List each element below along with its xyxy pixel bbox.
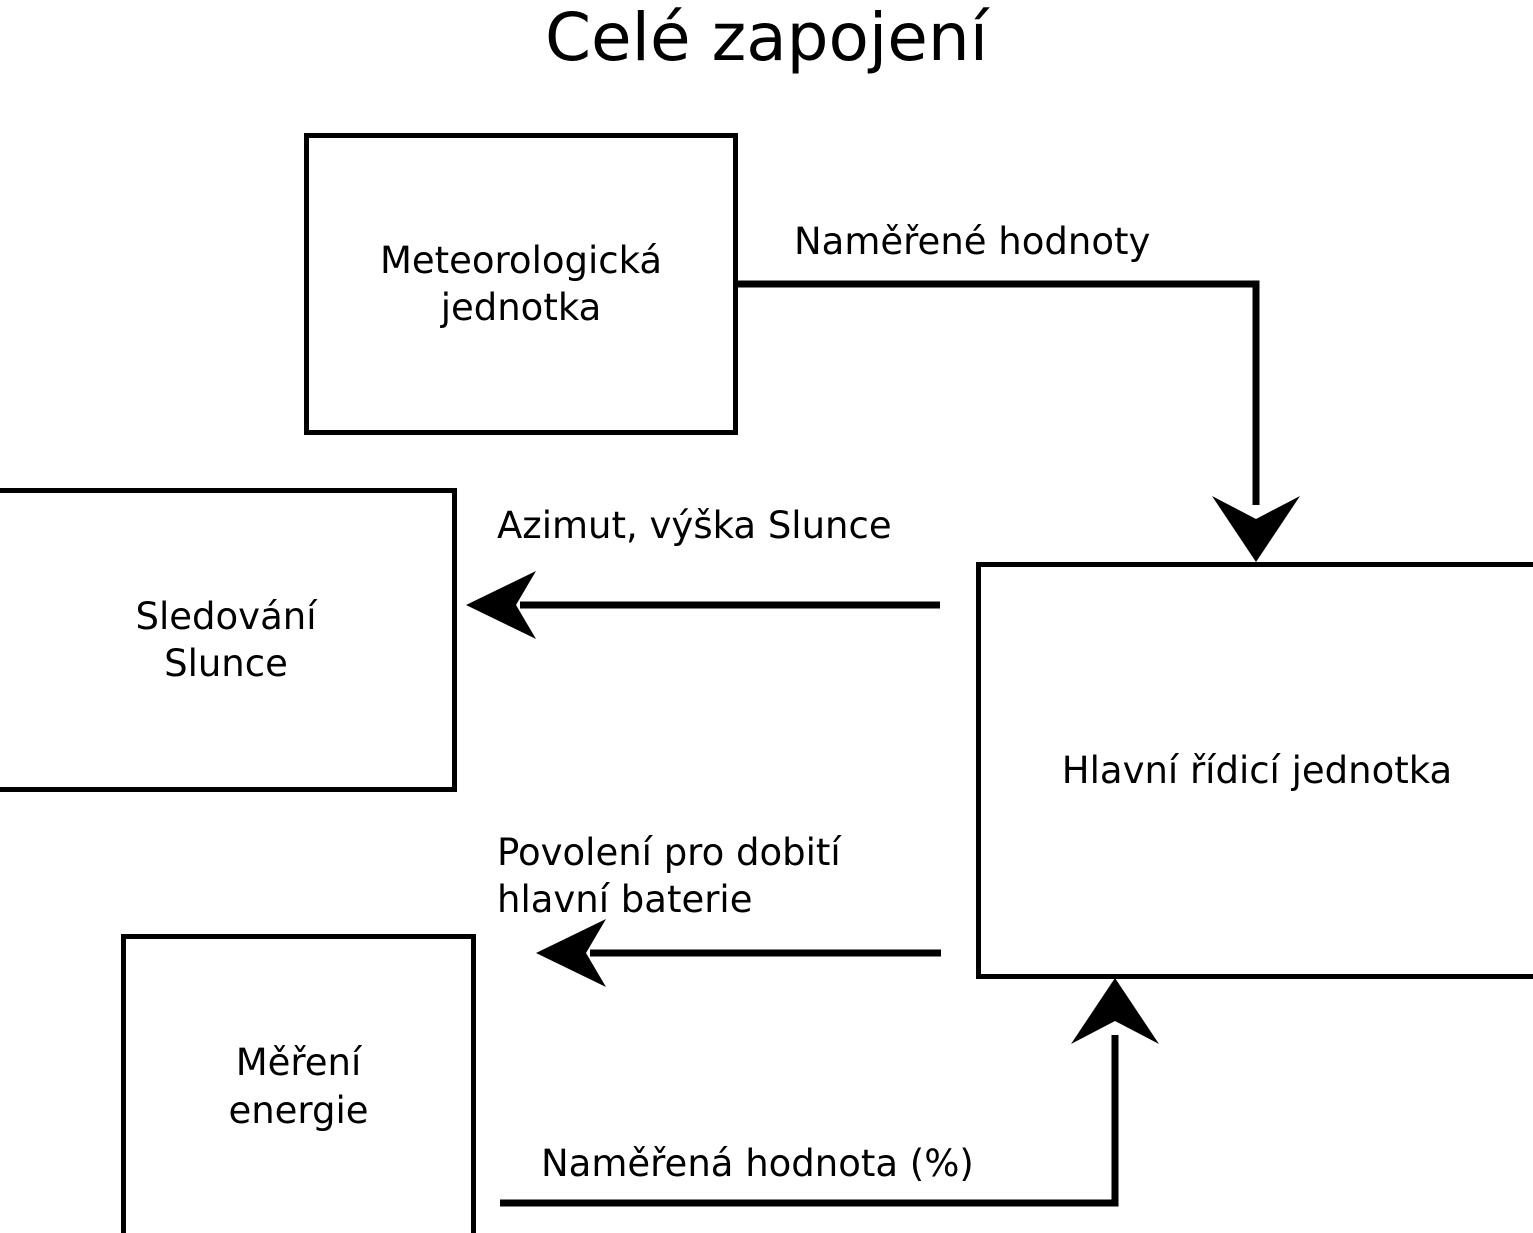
page-title: Celé zapojení: [544, 0, 989, 76]
node-label-main-control-unit: Hlavní řídicí jednotka: [1061, 748, 1453, 792]
edge-label-azimuth: Azimut, výška Slunce: [497, 504, 892, 547]
connector-measured-percent: [500, 978, 1159, 1207]
node-label-meteorological-unit: Meteorologická jednotka: [379, 238, 663, 329]
edge-label-charge-permit: Povolení pro dobití hlavní baterie: [497, 831, 841, 922]
node-sun-tracking[interactable]: Sledování Slunce: [0, 488, 457, 792]
connector-azimuth: [466, 571, 940, 639]
node-meteorological-unit[interactable]: Meteorologická jednotka: [304, 133, 738, 435]
connector-measured-values: [738, 280, 1300, 562]
node-main-control-unit[interactable]: Hlavní řídicí jednotka: [976, 562, 1533, 979]
node-energy-measurement[interactable]: Měření energie: [121, 934, 476, 1233]
node-label-sun-tracking: Sledování Slunce: [135, 594, 317, 685]
edge-label-measured-percent: Naměřená hodnota (%): [541, 1142, 974, 1185]
connector-charge-permit: [536, 919, 941, 987]
edge-label-measured-values: Naměřené hodnoty: [794, 220, 1151, 263]
node-label-energy-measurement: Měření energie: [228, 1041, 369, 1132]
